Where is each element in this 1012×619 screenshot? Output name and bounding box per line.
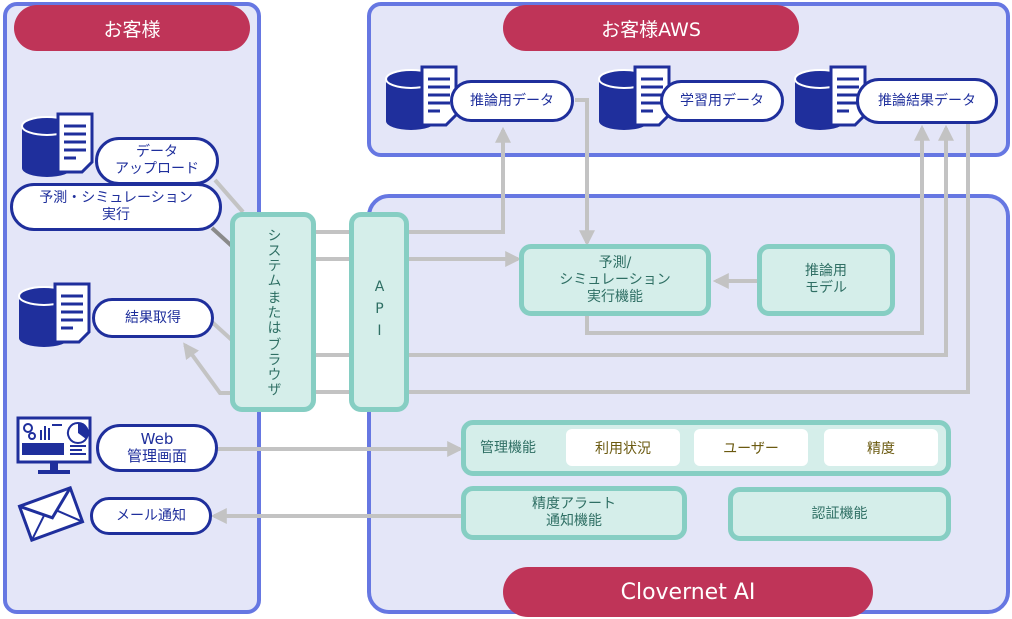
training-data-item[interactable]: 学習用データ — [660, 80, 784, 122]
browser-or-system-label: ブラウザ または システム — [265, 227, 282, 397]
connector-result-arrow — [183, 342, 236, 395]
users-tab[interactable]: ユーザー — [694, 429, 808, 466]
inference-data-item[interactable]: 推論用データ — [450, 80, 574, 122]
authentication-function[interactable]: 認証機能 — [728, 487, 951, 541]
database-document-icon — [597, 65, 673, 137]
web-admin-button[interactable]: Web 管理画面 — [96, 424, 218, 472]
envelope-icon — [16, 485, 86, 543]
data-upload-button[interactable]: データ アップロード — [95, 137, 219, 185]
database-document-icon — [17, 282, 93, 354]
customer-aws-title: お客様AWS — [503, 5, 799, 51]
get-results-button[interactable]: 結果取得 — [92, 298, 214, 338]
inference-result-data-item[interactable]: 推論結果データ — [856, 78, 998, 124]
prediction-simulation-function[interactable]: 予測/ シミュレーション 実行機能 — [519, 244, 711, 316]
usage-status-tab[interactable]: 利用状況 — [566, 429, 680, 466]
management-label: 管理機能 — [480, 439, 536, 456]
inference-model[interactable]: 推論用 モデル — [757, 244, 895, 316]
database-document-icon — [384, 65, 460, 137]
clovernet-title: Clovernet AI — [503, 567, 873, 617]
connector-api-to-inference-data — [406, 126, 511, 234]
database-document-icon — [793, 65, 869, 137]
api-box[interactable]: API — [349, 212, 409, 412]
connector-api-to-result — [406, 124, 954, 357]
accuracy-tab[interactable]: 精度 — [824, 429, 938, 466]
database-document-icon — [20, 112, 96, 184]
api-label: API — [371, 279, 388, 345]
mail-notification-button[interactable]: メール通知 — [90, 497, 212, 535]
run-prediction-button[interactable]: 予測・シミュレーション 実行 — [10, 183, 222, 231]
connector-result-to-api — [406, 118, 970, 394]
monitor-dashboard-icon — [16, 416, 92, 478]
accuracy-alert-function[interactable]: 精度アラート 通知機能 — [461, 486, 687, 540]
browser-or-system-box[interactable]: ブラウザ または システム — [230, 212, 316, 412]
customer-title: お客様 — [14, 5, 250, 51]
connector-prediction-to-result — [585, 124, 930, 335]
connector-inference-data-to-prediction — [575, 98, 595, 247]
connector-upload — [213, 178, 245, 214]
